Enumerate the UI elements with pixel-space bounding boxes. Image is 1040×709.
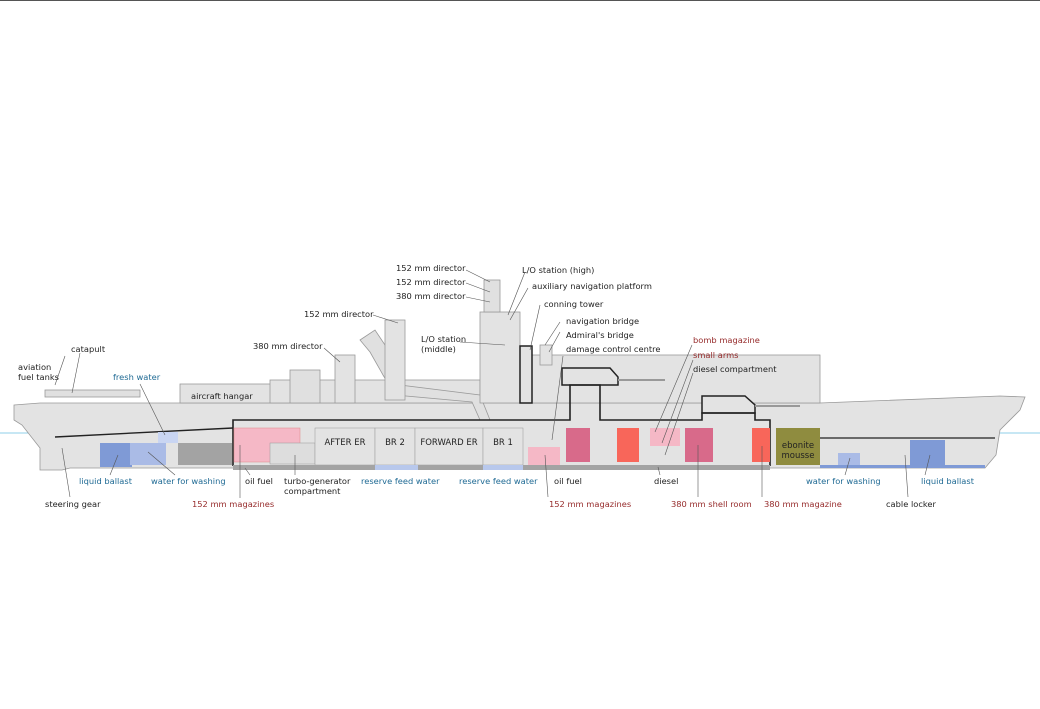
bridge	[539, 344, 553, 366]
label-lo-station-high: L/O station (high)	[522, 265, 595, 275]
conning-tower	[519, 345, 533, 404]
label-after-er: AFTER ER	[324, 438, 366, 448]
label-fresh-water: fresh water	[113, 372, 161, 382]
aft-turret-152	[289, 369, 321, 404]
label-152mm-director-aft: 152 mm director	[304, 309, 374, 319]
label-aviation-fuel-tanks: aviation fuel tanks	[18, 362, 59, 382]
aft-armour-deck	[54, 427, 234, 438]
oil-fuel-aft	[178, 443, 232, 465]
label-380mm-director-aft: 380 mm director	[253, 341, 323, 351]
label-conning-tower: conning tower	[544, 299, 604, 309]
label-catapult: catapult	[71, 344, 106, 354]
label-water-for-washing-aft: water for washing	[151, 476, 226, 486]
label-water-for-washing-fwd: water for washing	[806, 476, 881, 486]
shell-room-380-a	[566, 428, 590, 462]
label-diesel: diesel	[654, 476, 679, 486]
label-380mm-director-top: 380 mm director	[396, 291, 466, 301]
liquid-ballast-fwd	[910, 440, 945, 468]
label-liquid-ballast-fwd: liquid ballast	[921, 476, 974, 486]
reserve-feed-water-2	[483, 465, 523, 470]
label-reserve-feed-water-2: reserve feed water	[459, 476, 538, 486]
bomb-magazine	[650, 428, 680, 446]
label-bomb-magazine: bomb magazine	[693, 335, 760, 345]
label-lo-station-middle: L/O station (middle)	[421, 334, 467, 354]
label-small-arms: small arms	[693, 350, 739, 360]
label-152mm-magazines-fwd: 152 mm magazines	[549, 499, 632, 509]
catapult	[44, 389, 141, 398]
label-cable-locker: cable locker	[886, 499, 936, 509]
armour-citadel	[232, 384, 771, 466]
leader-lines	[54, 269, 931, 498]
fresh-water	[158, 432, 178, 443]
label-forward-er: FORWARD ER	[420, 438, 478, 448]
label-380mm-magazine: 380 mm magazine	[764, 499, 842, 509]
aft-director-tower	[384, 319, 406, 401]
liquid-ballast-aft	[100, 443, 132, 467]
turret-a	[561, 367, 619, 386]
label-152mm-director-1: 152 mm director	[396, 263, 466, 273]
top-border	[0, 0, 1040, 1]
ebonite-mousse	[776, 428, 820, 465]
director-stack	[483, 279, 501, 313]
label-auxiliary-navigation-platform: auxiliary navigation platform	[532, 281, 652, 291]
reserve-feed-water-1	[375, 465, 418, 470]
aft-director-mast	[334, 354, 356, 404]
label-aircraft-hangar: aircraft hangar	[191, 391, 253, 401]
label-liquid-ballast-aft: liquid ballast	[79, 476, 132, 486]
label-reserve-feed-water-1: reserve feed water	[361, 476, 440, 486]
label-steering-gear: steering gear	[45, 499, 101, 509]
main-tower	[479, 311, 521, 404]
label-oil-fuel-fwd: oil fuel	[554, 476, 582, 486]
water-for-washing-aft	[130, 443, 166, 465]
magazine-152-fwd	[528, 447, 560, 465]
turbo-generator	[269, 442, 316, 465]
label-br1: BR 1	[493, 438, 513, 448]
label-navigation-bridge: navigation bridge	[566, 316, 640, 326]
label-turbo-generator: turbo-generator compartment	[284, 476, 351, 496]
label-admirals-bridge: Admiral's bridge	[566, 330, 634, 340]
shell-room-380-b	[685, 428, 713, 462]
bottom-blue-strip	[820, 465, 985, 468]
label-380mm-shell-room: 380 mm shell room	[671, 499, 752, 509]
br1	[482, 427, 524, 466]
label-diesel-compartment: diesel compartment	[693, 364, 777, 374]
magazine-380-a	[617, 428, 639, 462]
label-152mm-magazines-aft: 152 mm magazines	[192, 499, 275, 509]
label-damage-control-centre: damage control centre	[566, 344, 661, 354]
after-er	[314, 427, 376, 466]
label-oil-fuel-aft: oil fuel	[245, 476, 273, 486]
label-br2: BR 2	[385, 438, 405, 448]
turret-b	[701, 395, 756, 414]
label-ebonite-mousse: ebonite mousse	[781, 441, 815, 461]
label-152mm-director-2: 152 mm director	[396, 277, 466, 287]
magazine-380-b	[752, 428, 770, 462]
